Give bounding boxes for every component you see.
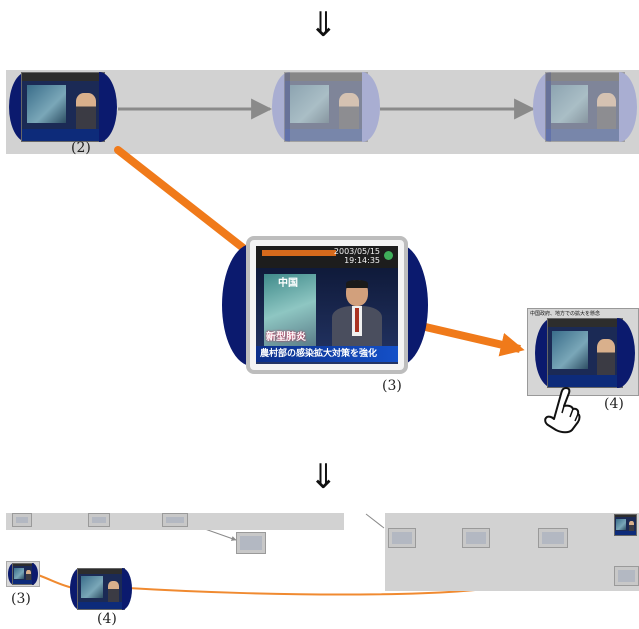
middle-thumbnail	[284, 72, 368, 142]
node-3-orange-bar	[262, 250, 336, 256]
timeline-node-middle[interactable]	[272, 72, 380, 142]
node-4[interactable]	[535, 318, 635, 388]
right-right-wing	[619, 72, 637, 142]
middle-right-wing	[362, 72, 380, 142]
bottom-orange-link-a	[37, 574, 75, 589]
node-3-date: 2003/05/15	[333, 247, 380, 256]
bottom-node-4-thumb	[77, 568, 125, 610]
node-3-time: 19:14:35	[344, 256, 380, 265]
node-2-right-wing	[99, 72, 117, 142]
middle-left-wing	[272, 72, 290, 142]
node-2-label: (2)	[71, 140, 91, 156]
node-3-screen: 2003/05/15 19:14:35 中国 新型肺炎 農村部の感染拡大対策を強…	[256, 246, 398, 364]
overview-thumb-4[interactable]	[236, 532, 266, 554]
bottom-node-3-label: (3)	[11, 591, 31, 607]
node-3-photo-caption: 中国	[278, 278, 298, 289]
link-2-to-3	[114, 146, 260, 262]
bottom-node-3-right-wing	[32, 563, 38, 585]
node-3-frame[interactable]: 2003/05/15 19:14:35 中国 新型肺炎 農村部の感染拡大対策を強…	[246, 236, 408, 374]
overview-thumb-6[interactable]	[462, 528, 490, 548]
node-3-header: 2003/05/15 19:14:35	[256, 246, 398, 268]
overview-thumb-5[interactable]	[388, 528, 416, 548]
bottom-node-3-thumb	[12, 563, 34, 585]
node-3-news-caption: 農村部の感染拡大対策を強化	[256, 346, 398, 362]
bottom-node-3-left-wing	[8, 563, 14, 585]
right-thumbnail	[545, 72, 625, 142]
bottom-node-4-label: (4)	[97, 611, 117, 627]
node-3-body: 中国 新型肺炎 農村部の感染拡大対策を強化	[256, 268, 398, 364]
node-2-thumbnail	[21, 72, 105, 142]
node-4-thumbnail	[547, 318, 623, 388]
overview-thumb-3[interactable]	[162, 513, 188, 527]
down-arrow-bottom: ⇓	[309, 457, 338, 497]
bottom-node-4-left-wing	[70, 568, 80, 610]
node-3-timestamp: 2003/05/15 19:14:35	[334, 247, 380, 265]
node-3-sars-text: 新型肺炎	[266, 332, 306, 343]
overview-band-right	[385, 513, 639, 591]
right-left-wing	[533, 72, 551, 142]
bottom-node-3[interactable]	[8, 563, 38, 585]
overview-thumb-2[interactable]	[88, 513, 110, 527]
node-2[interactable]	[9, 72, 117, 142]
node-3-status-dot-icon	[384, 251, 393, 260]
overview-target-node[interactable]	[612, 514, 639, 536]
node-4-title: 中国政府、地方での拡大を懸念	[530, 311, 601, 317]
overview-target-thumb	[614, 514, 637, 536]
node-4-right-wing	[617, 318, 635, 388]
bottom-node-4-right-wing	[122, 568, 132, 610]
overview-thumb-7[interactable]	[538, 528, 568, 548]
node-4-label: (4)	[604, 396, 624, 412]
node-3-photo	[264, 274, 316, 346]
bottom-flow-d	[365, 513, 385, 529]
node-3-label: (3)	[382, 378, 402, 394]
overview-thumb-8[interactable]	[614, 566, 639, 586]
down-arrow-top: ⇓	[309, 5, 338, 45]
overview-thumb-1[interactable]	[12, 513, 32, 527]
hand-pointer-icon	[544, 387, 581, 434]
bottom-node-4[interactable]	[70, 568, 132, 610]
timeline-node-right[interactable]	[533, 72, 637, 142]
